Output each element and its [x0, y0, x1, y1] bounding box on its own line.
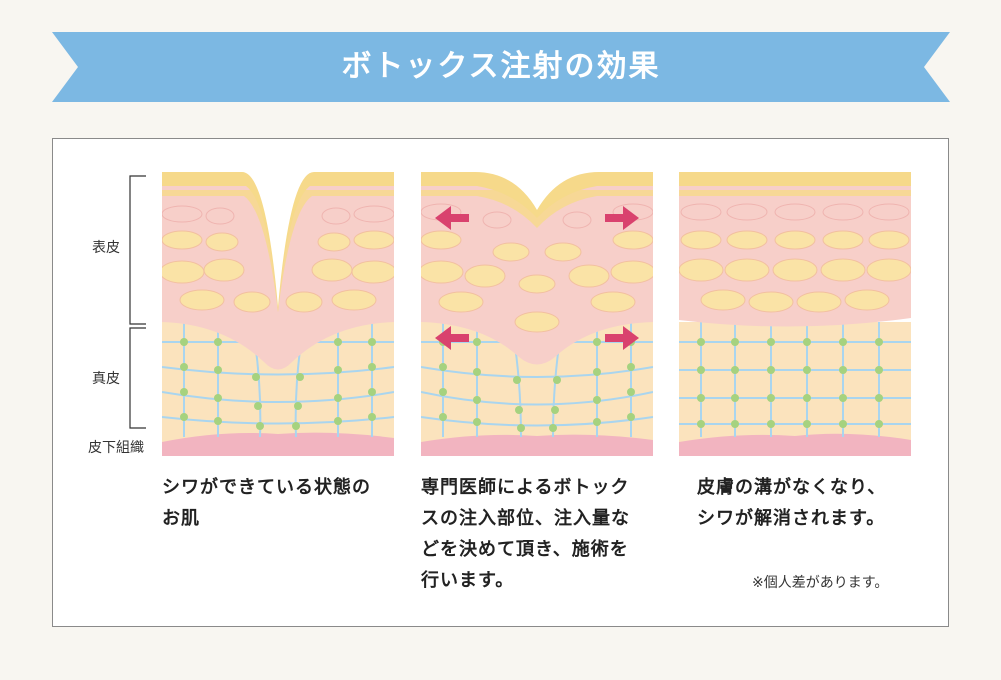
caption-line: 専門医師によるボトック: [421, 477, 630, 498]
caption-smooth: 皮膚の溝がなくなり、 シワが解消されます。: [697, 472, 937, 534]
banner-ribbon-shape: [52, 32, 950, 102]
caption-line: 皮膚の溝がなくなり、: [697, 477, 887, 498]
page-title: ボトックス注射の効果: [341, 49, 661, 84]
caption-treatment: 専門医師によるボトック スの注入部位、注入量な どを決めて頂き、施術を 行います…: [421, 472, 671, 596]
caption-line: お肌: [162, 508, 200, 529]
label-dermis: 真皮: [92, 371, 120, 387]
title-banner: ボトックス注射の効果: [52, 32, 950, 102]
label-epidermis: 表皮: [92, 240, 120, 256]
skin-smooth-illustration: [679, 172, 911, 456]
arrow-icon: [435, 206, 639, 350]
label-subcutis: 皮下組織: [88, 440, 144, 456]
disclaimer-note: ※個人差があります。: [752, 575, 889, 591]
caption-line: どを決めて頂き、施術を: [421, 539, 629, 560]
skin-treatment-illustration: [421, 172, 653, 456]
layer-bracket: [129, 175, 146, 429]
caption-wrinkled: シワができている状態の お肌: [162, 472, 402, 534]
caption-line: シワができている状態の: [162, 477, 371, 498]
caption-line: 行います。: [421, 570, 515, 591]
caption-line: シワが解消されます。: [697, 508, 886, 529]
skin-wrinkled-illustration: [162, 172, 394, 456]
caption-line: スの注入部位、注入量な: [421, 508, 630, 529]
